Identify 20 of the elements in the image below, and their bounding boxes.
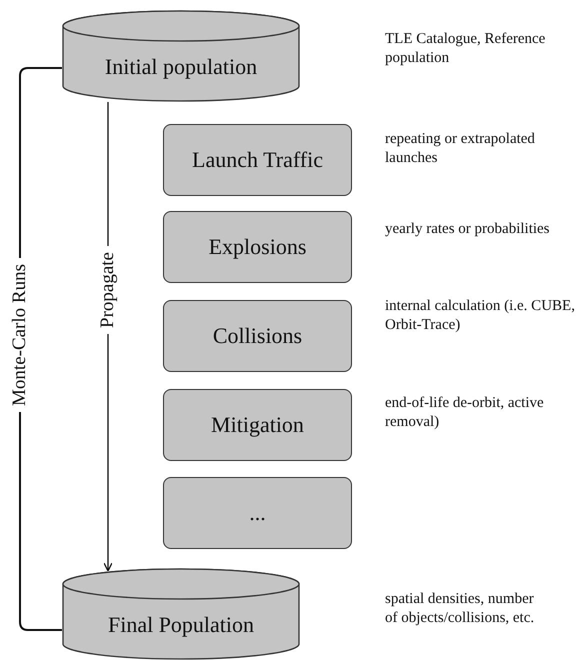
node-label: Initial population	[104, 54, 258, 80]
database-cylinder	[62, 568, 300, 660]
node-label: Launch Traffic	[192, 147, 323, 173]
node-label: Explosions	[208, 234, 306, 260]
database-cylinder	[62, 10, 300, 102]
annotation-text: spatial densities, number of objects/collisions, etc.	[385, 590, 536, 628]
annotation-text: end-of-life de-orbit, active removal)	[385, 394, 545, 432]
process-box	[163, 124, 352, 196]
node-label: Final Population	[106, 612, 256, 638]
annotation-text: internal calculation (i.e. CUBE, Orbit-Trace)	[385, 297, 576, 335]
process-box	[163, 211, 352, 283]
process-box	[163, 389, 352, 461]
process-box	[163, 300, 352, 372]
process-box	[163, 477, 352, 549]
annotation-text: TLE Catalogue, Reference population	[385, 30, 546, 68]
node-label: Mitigation	[211, 412, 304, 438]
annotation-text: repeating or extrapolated launches	[385, 130, 536, 168]
node-label: Collisions	[212, 323, 302, 349]
node-label: ...	[249, 500, 266, 526]
annotation-text: yearly rates or probabilities	[385, 220, 551, 239]
